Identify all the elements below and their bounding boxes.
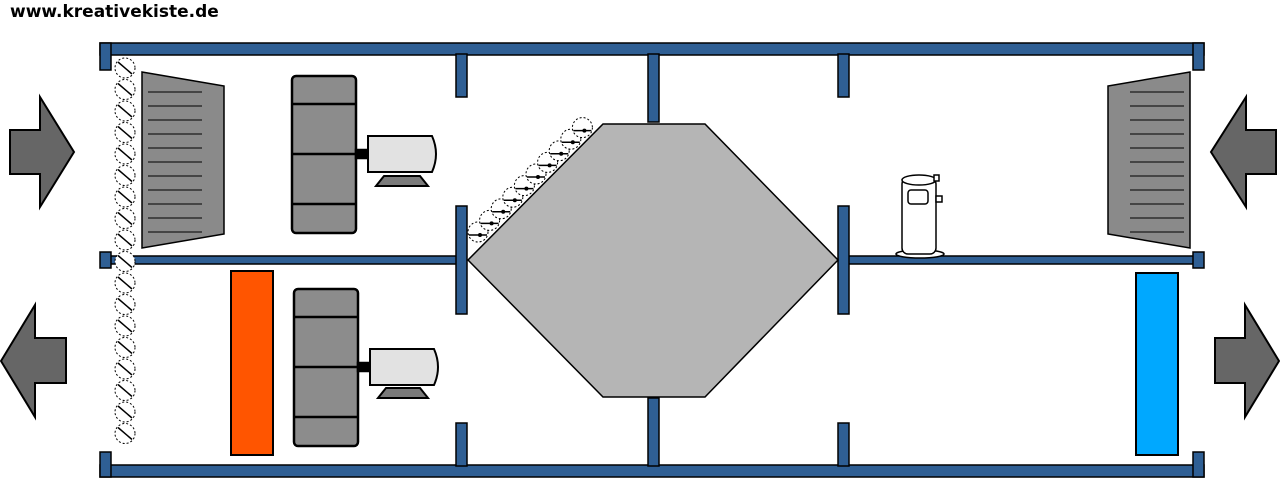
compressor: [895, 174, 945, 259]
damper-blade: [114, 122, 136, 143]
damper-blade: [114, 143, 136, 165]
bypass-damper: [467, 117, 593, 243]
damper-blade: [114, 294, 136, 315]
middle-divider-right-cap: [1192, 251, 1205, 269]
damper-blade: [114, 208, 136, 229]
damper-blade: [114, 251, 136, 272]
filter-left: [141, 71, 225, 249]
damper-blade: [114, 186, 136, 208]
bottom-wall: [99, 464, 1205, 478]
cooling-coil: [1135, 272, 1179, 456]
damper-blade: [114, 380, 136, 401]
arrow-right-icon: [9, 93, 76, 211]
partition-right-mid: [837, 205, 850, 315]
damper-blade: [114, 229, 136, 251]
fan-top: [290, 74, 370, 235]
bottom-wall-right-flange: [1192, 451, 1205, 478]
arrow-right-icon: [1214, 301, 1280, 421]
middle-divider-left-cap: [99, 251, 112, 269]
arrow-left-icon: [0, 301, 67, 421]
damper-blade: [114, 57, 136, 79]
partition-left-bottom: [455, 422, 468, 467]
middle-divider-right: [841, 255, 1195, 265]
partition-right-top: [837, 53, 850, 98]
middle-divider-left: [109, 255, 463, 265]
damper-blade: [114, 165, 136, 186]
partition-right-bottom: [837, 422, 850, 467]
top-wall-right-flange: [1192, 42, 1205, 71]
partition-center-bottom: [647, 397, 660, 467]
arrow-left-icon: [1209, 93, 1277, 211]
bypass-damper-blade: [571, 117, 593, 139]
partition-left-top: [455, 53, 468, 98]
bottom-wall-left-flange: [99, 451, 112, 478]
duct-casing: [99, 42, 1205, 478]
top-wall: [99, 42, 1205, 56]
damper-blade: [114, 358, 136, 380]
damper-blade: [114, 79, 136, 100]
damper-blade: [114, 423, 136, 444]
filter-right: [1107, 71, 1191, 249]
website-url: www.kreativekiste.de: [10, 2, 219, 22]
heat-exchanger: [466, 123, 840, 398]
damper-blade: [114, 272, 136, 294]
damper-blade: [114, 401, 136, 423]
top-wall-left-flange: [99, 42, 112, 71]
partition-center-top: [647, 53, 660, 123]
fan-bottom: [292, 287, 372, 448]
damper-blade: [114, 100, 136, 122]
damper-blade: [114, 337, 136, 358]
left-damper-column: [114, 57, 136, 444]
motor-bottom: [369, 348, 439, 399]
damper-blade: [114, 315, 136, 337]
motor-top: [367, 135, 437, 187]
partition-left-mid: [455, 205, 468, 315]
heating-coil: [230, 270, 274, 456]
